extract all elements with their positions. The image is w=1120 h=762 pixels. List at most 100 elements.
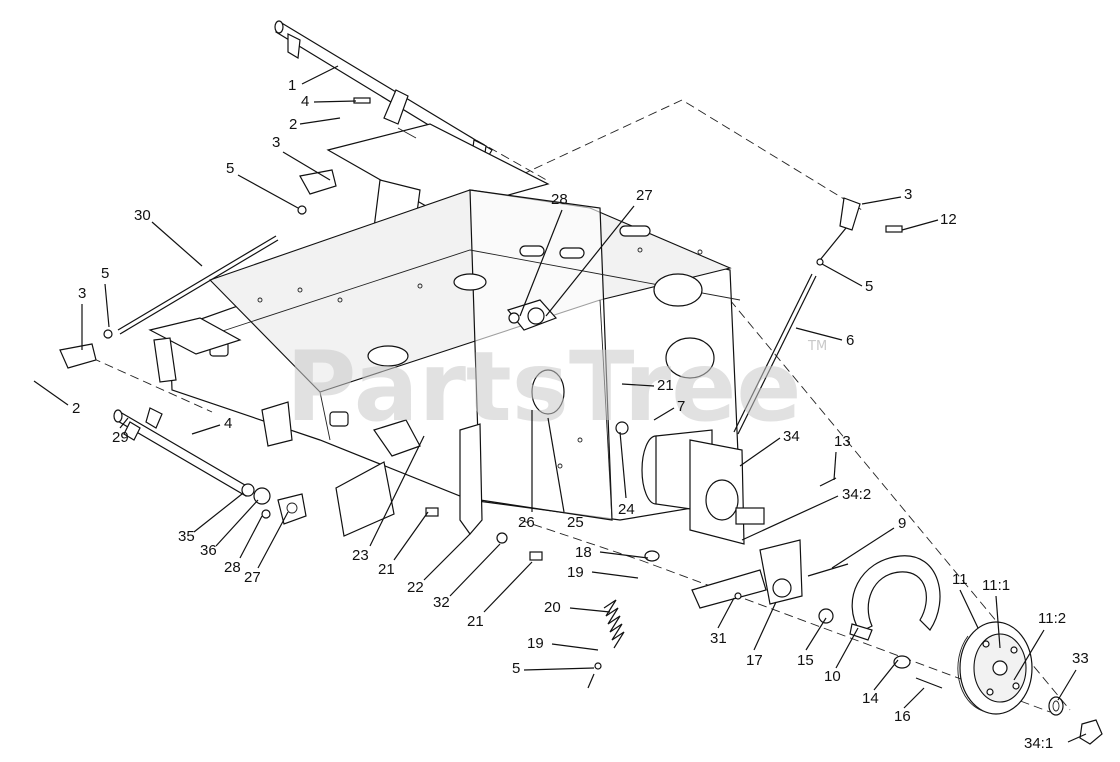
- callout-leader-c11: [119, 417, 129, 429]
- callout-leader-c18: [423, 533, 471, 581]
- callout-leader-c23: [619, 431, 627, 499]
- callout-label-c4: 3: [272, 134, 280, 151]
- callout-label-c28: 3: [904, 186, 912, 203]
- callout-leader-c1: [301, 65, 339, 85]
- callout-label-c12: 35: [178, 528, 195, 545]
- callout-leader-c35: [831, 527, 895, 569]
- callout-leader-c22: [547, 417, 565, 513]
- brake-band: [818, 555, 943, 689]
- callout-leader-c20: [483, 561, 533, 613]
- callout-label-c34: 34:2: [842, 486, 871, 503]
- callout-leader-c41: [717, 597, 735, 629]
- callout-label-c43: 15: [797, 652, 814, 669]
- callout-label-c35: 9: [898, 515, 906, 532]
- callout-label-c21: 26: [518, 514, 535, 531]
- watermark-trademark: TM: [807, 339, 827, 354]
- main-frame: [148, 189, 741, 521]
- callout-label-c13: 36: [200, 542, 217, 559]
- callout-leader-c32: [739, 437, 781, 467]
- callout-leader-c2: [313, 100, 357, 103]
- callout-leader-c29: [901, 219, 939, 231]
- center-bearing: [506, 299, 558, 331]
- callout-label-c27: 7: [677, 398, 685, 415]
- callout-label-c23: 24: [618, 501, 635, 518]
- callout-label-c9: 2: [72, 400, 80, 417]
- callout-leader-c30: [821, 263, 863, 287]
- callout-leader-c24: [519, 209, 563, 317]
- callout-label-c30: 5: [865, 278, 873, 295]
- callout-label-c32: 34: [783, 428, 800, 445]
- callout-label-c36: 18: [575, 544, 592, 561]
- callout-label-c10: 4: [224, 415, 232, 432]
- callout-leader-c7: [104, 283, 110, 328]
- callout-label-c7: 5: [101, 265, 109, 282]
- lower-brackets: [261, 401, 543, 561]
- callout-leader-c50: [1057, 669, 1077, 701]
- callout-label-c19: 32: [433, 594, 450, 611]
- callout-leader-c45: [873, 659, 899, 691]
- brake-linkage: [587, 539, 849, 689]
- motor: [615, 421, 837, 545]
- callout-label-c17: 21: [378, 561, 395, 578]
- callout-label-c37: 19: [567, 564, 584, 581]
- callout-label-c8: 3: [78, 285, 86, 302]
- callout-leader-c49: [1013, 629, 1045, 681]
- callout-label-c15: 27: [244, 569, 261, 586]
- callout-label-c38: 20: [544, 599, 561, 616]
- callout-label-c14: 28: [224, 559, 241, 576]
- callout-leader-c17: [393, 511, 429, 561]
- callout-label-c48: 11:1: [982, 577, 1010, 594]
- callout-label-c24: 28: [551, 191, 568, 208]
- callout-label-c16: 23: [352, 547, 369, 564]
- callout-label-c33: 13: [834, 433, 851, 450]
- watermark-text: PartsTree: [286, 331, 801, 443]
- callout-label-c46: 16: [894, 708, 911, 725]
- callout-label-c6: 30: [134, 207, 151, 224]
- callout-label-c40: 5: [512, 660, 520, 677]
- callout-leader-c25: [545, 205, 635, 317]
- callout-leader-c5: [237, 174, 299, 209]
- callout-leader-c15: [257, 511, 289, 569]
- right-rod: [733, 197, 903, 435]
- callout-leader-c51: [1067, 733, 1087, 743]
- callout-label-c18: 22: [407, 579, 424, 596]
- callout-leader-c34: [741, 495, 839, 541]
- callout-label-c31: 6: [846, 332, 854, 349]
- callout-leader-c40: [523, 667, 595, 671]
- callout-leader-c13: [215, 499, 259, 547]
- callout-label-c44: 10: [824, 668, 841, 685]
- callout-leader-c33: [833, 451, 837, 481]
- callout-leader-c26: [621, 383, 655, 387]
- spring: [603, 599, 625, 649]
- callout-leader-c9: [33, 380, 69, 406]
- callout-label-c47: 11: [952, 571, 968, 588]
- drum-hub: [957, 621, 1103, 745]
- callout-label-c29: 12: [940, 211, 957, 228]
- callout-label-c51: 34:1: [1024, 735, 1053, 752]
- callout-label-c1: 1: [288, 77, 296, 94]
- callout-label-c25: 27: [636, 187, 653, 204]
- callout-label-c20: 21: [467, 613, 484, 630]
- callout-leaders: [33, 65, 1087, 743]
- callout-leader-c19: [449, 543, 501, 597]
- callout-leader-c42: [753, 601, 777, 651]
- callout-leader-c46: [903, 687, 925, 709]
- callout-label-c22: 25: [567, 514, 584, 531]
- callout-label-c42: 17: [746, 652, 763, 669]
- callout-leader-c37: [591, 571, 639, 579]
- callout-leader-c27: [653, 407, 675, 421]
- callout-leader-c38: [569, 607, 611, 613]
- callout-leader-c6: [151, 221, 203, 267]
- callout-label-c5: 5: [226, 160, 234, 177]
- callout-leader-c39: [551, 643, 599, 651]
- callout-label-c11: 29: [112, 429, 129, 446]
- callout-label-c3: 2: [289, 116, 297, 133]
- callout-leader-c10: [191, 424, 221, 435]
- callout-leader-c36: [599, 551, 649, 559]
- callout-label-c26: 21: [657, 377, 674, 394]
- callout-leader-c44: [835, 627, 859, 669]
- left-rod: [59, 169, 337, 369]
- callout-label-c50: 33: [1072, 650, 1089, 667]
